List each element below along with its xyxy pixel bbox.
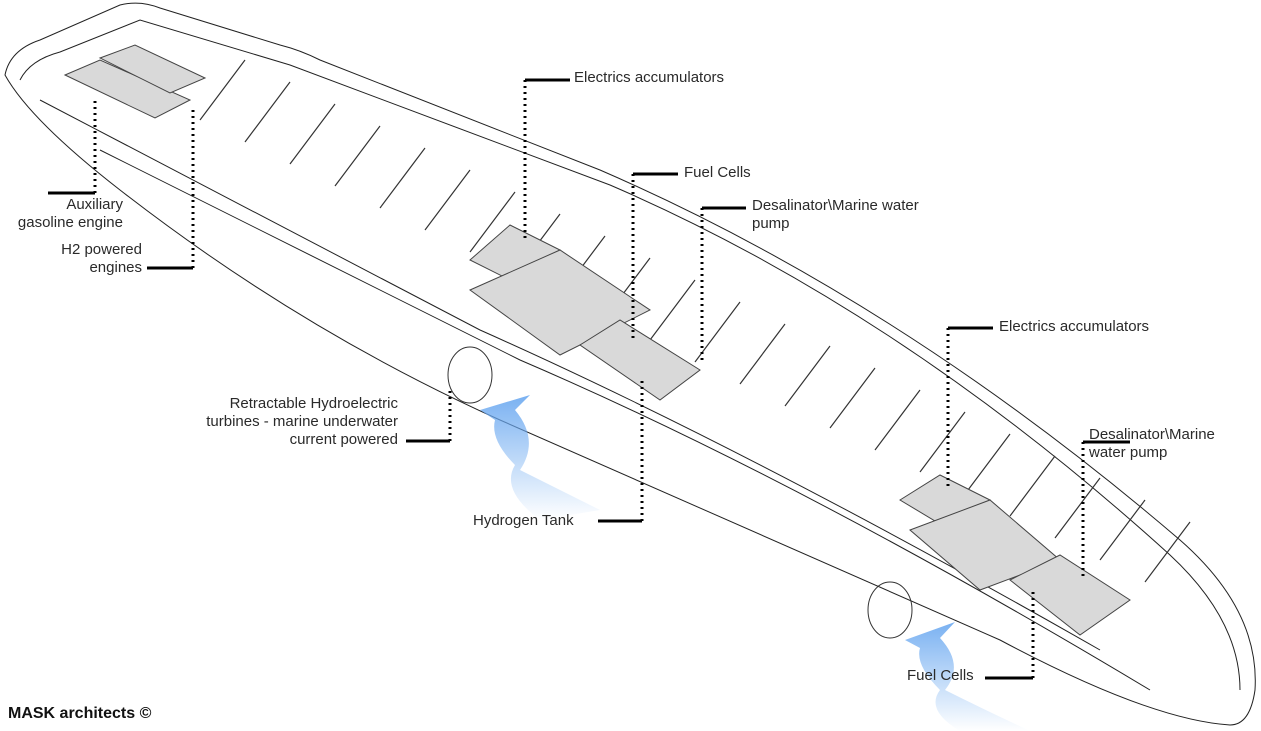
- deck-rib: [1009, 455, 1056, 517]
- turbine-1: [447, 346, 493, 404]
- turbine-2: [867, 581, 913, 639]
- hull: [4, 2, 1256, 726]
- fuel-cell-module-1: [579, 319, 701, 401]
- deck-rib: [919, 411, 966, 473]
- deck-rib: [1054, 477, 1101, 539]
- water-flow: [480, 395, 1030, 731]
- deck-rib: [334, 125, 381, 187]
- deck-rib: [649, 279, 696, 341]
- label-auxiliary-engine: Auxiliary gasoline engine: [17, 196, 123, 231]
- water-flow-arrow: [905, 622, 1030, 731]
- label-electrics-accumulators-2: Electrics accumulators: [999, 318, 1150, 335]
- fuel-cell-module-2: [1009, 554, 1131, 636]
- deck-rib: [964, 433, 1011, 495]
- deck-rib: [874, 389, 921, 451]
- leader-lines: [48, 78, 1130, 680]
- deck-rib: [199, 59, 246, 121]
- label-desalinator-1: Desalinator\Marine water pump: [752, 197, 919, 232]
- h2-engine-block: [98, 44, 207, 94]
- label-fuel-cells-2: Fuel Cells: [907, 667, 974, 684]
- label-h2-engines: H2 powered engines: [61, 241, 142, 276]
- battery-grid-1: [469, 249, 651, 356]
- components: [63, 44, 1131, 636]
- water-flow-arrow: [480, 395, 600, 520]
- label-desalinator-2: Desalinator\Marine water pump: [1089, 426, 1215, 461]
- label-turbines: Retractable Hydroelectric turbines - mar…: [206, 395, 398, 448]
- deck-rib: [379, 147, 426, 209]
- deck-rib: [289, 103, 336, 165]
- label-electrics-accumulators-1: Electrics accumulators: [574, 69, 725, 86]
- deck-rib: [424, 169, 471, 231]
- aux-engine-block: [63, 59, 192, 119]
- deck-rib: [1144, 521, 1191, 583]
- label-fuel-cells-1: Fuel Cells: [684, 164, 751, 181]
- label-hydrogen-tank: Hydrogen Tank: [473, 512, 574, 529]
- deck-rib: [784, 345, 831, 407]
- credit: MASK architects ©: [8, 705, 152, 722]
- deck-rib: [1099, 499, 1146, 561]
- deck-rib: [244, 81, 291, 143]
- turbines: [447, 346, 913, 639]
- deck-rib: [739, 323, 786, 385]
- deck-rib: [829, 367, 876, 429]
- deck-rib: [469, 191, 516, 253]
